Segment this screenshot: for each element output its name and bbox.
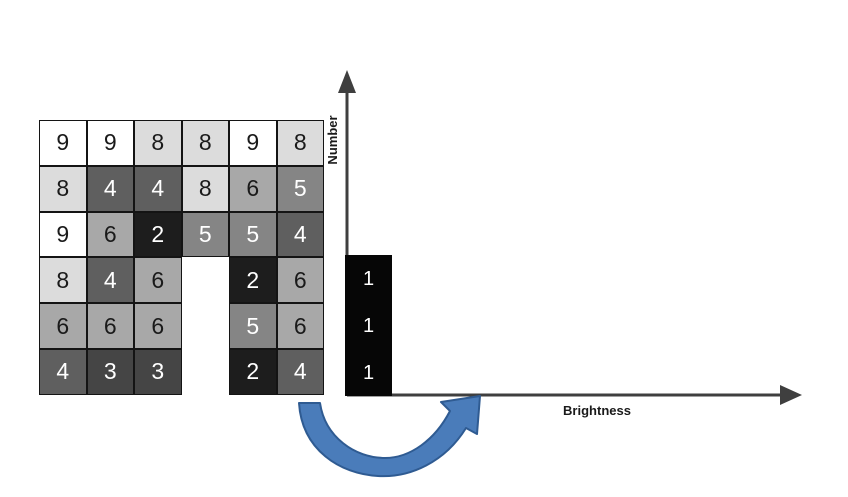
grid-gap-cell bbox=[181, 348, 229, 395]
grid-cell: 6 bbox=[134, 303, 182, 349]
grid-cell: 4 bbox=[276, 348, 324, 395]
grid-cell: 4 bbox=[39, 348, 87, 395]
grid-cell: 5 bbox=[229, 303, 277, 349]
grid-cell: 2 bbox=[134, 211, 182, 258]
bar-count-label: 1 bbox=[362, 267, 375, 290]
curved-arrow-icon bbox=[298, 395, 481, 478]
grid-cell: 4 bbox=[86, 165, 134, 212]
grid-cell: 8 bbox=[39, 257, 87, 304]
histogram-bar: 1 1 1 bbox=[345, 255, 392, 396]
y-axis-label: Number bbox=[325, 115, 340, 165]
grid-cell: 2 bbox=[229, 348, 277, 395]
x-axis-arrowhead-icon bbox=[780, 385, 802, 405]
grid-cell: 4 bbox=[134, 165, 182, 212]
grid-cell: 8 bbox=[39, 165, 87, 212]
grid-cell: 5 bbox=[276, 165, 324, 212]
grid-gap-cell bbox=[181, 303, 229, 349]
grid-cell: 6 bbox=[229, 165, 277, 212]
grid-cell: 8 bbox=[181, 120, 229, 166]
grid-cell: 6 bbox=[134, 257, 182, 304]
grid-cell: 4 bbox=[86, 257, 134, 304]
grid-cell: 4 bbox=[276, 211, 324, 258]
grid-cell: 6 bbox=[86, 211, 134, 258]
bar-count-label: 1 bbox=[362, 361, 375, 384]
grid-cell: 3 bbox=[86, 348, 134, 395]
x-axis-label: Brightness bbox=[563, 403, 631, 418]
grid-cell: 9 bbox=[39, 120, 87, 166]
grid-cell: 8 bbox=[181, 165, 229, 212]
grid-cell: 5 bbox=[229, 211, 277, 258]
grid-cell: 6 bbox=[276, 257, 324, 304]
grid-cell: 8 bbox=[134, 120, 182, 166]
grid-cell: 9 bbox=[229, 120, 277, 166]
bar-count-label: 1 bbox=[362, 314, 375, 337]
grid-cell: 6 bbox=[86, 303, 134, 349]
grid-cell: 3 bbox=[134, 348, 182, 395]
grid-cell: 9 bbox=[39, 211, 87, 258]
grid-cell: 6 bbox=[39, 303, 87, 349]
grid-cell: 8 bbox=[276, 120, 324, 166]
y-axis-arrowhead-icon bbox=[338, 70, 356, 93]
grid-cell: 5 bbox=[181, 211, 229, 258]
grid-cell: 6 bbox=[276, 303, 324, 349]
grid-cell: 2 bbox=[229, 257, 277, 304]
grid-cell: 9 bbox=[86, 120, 134, 166]
grid-gap-cell bbox=[181, 257, 229, 304]
